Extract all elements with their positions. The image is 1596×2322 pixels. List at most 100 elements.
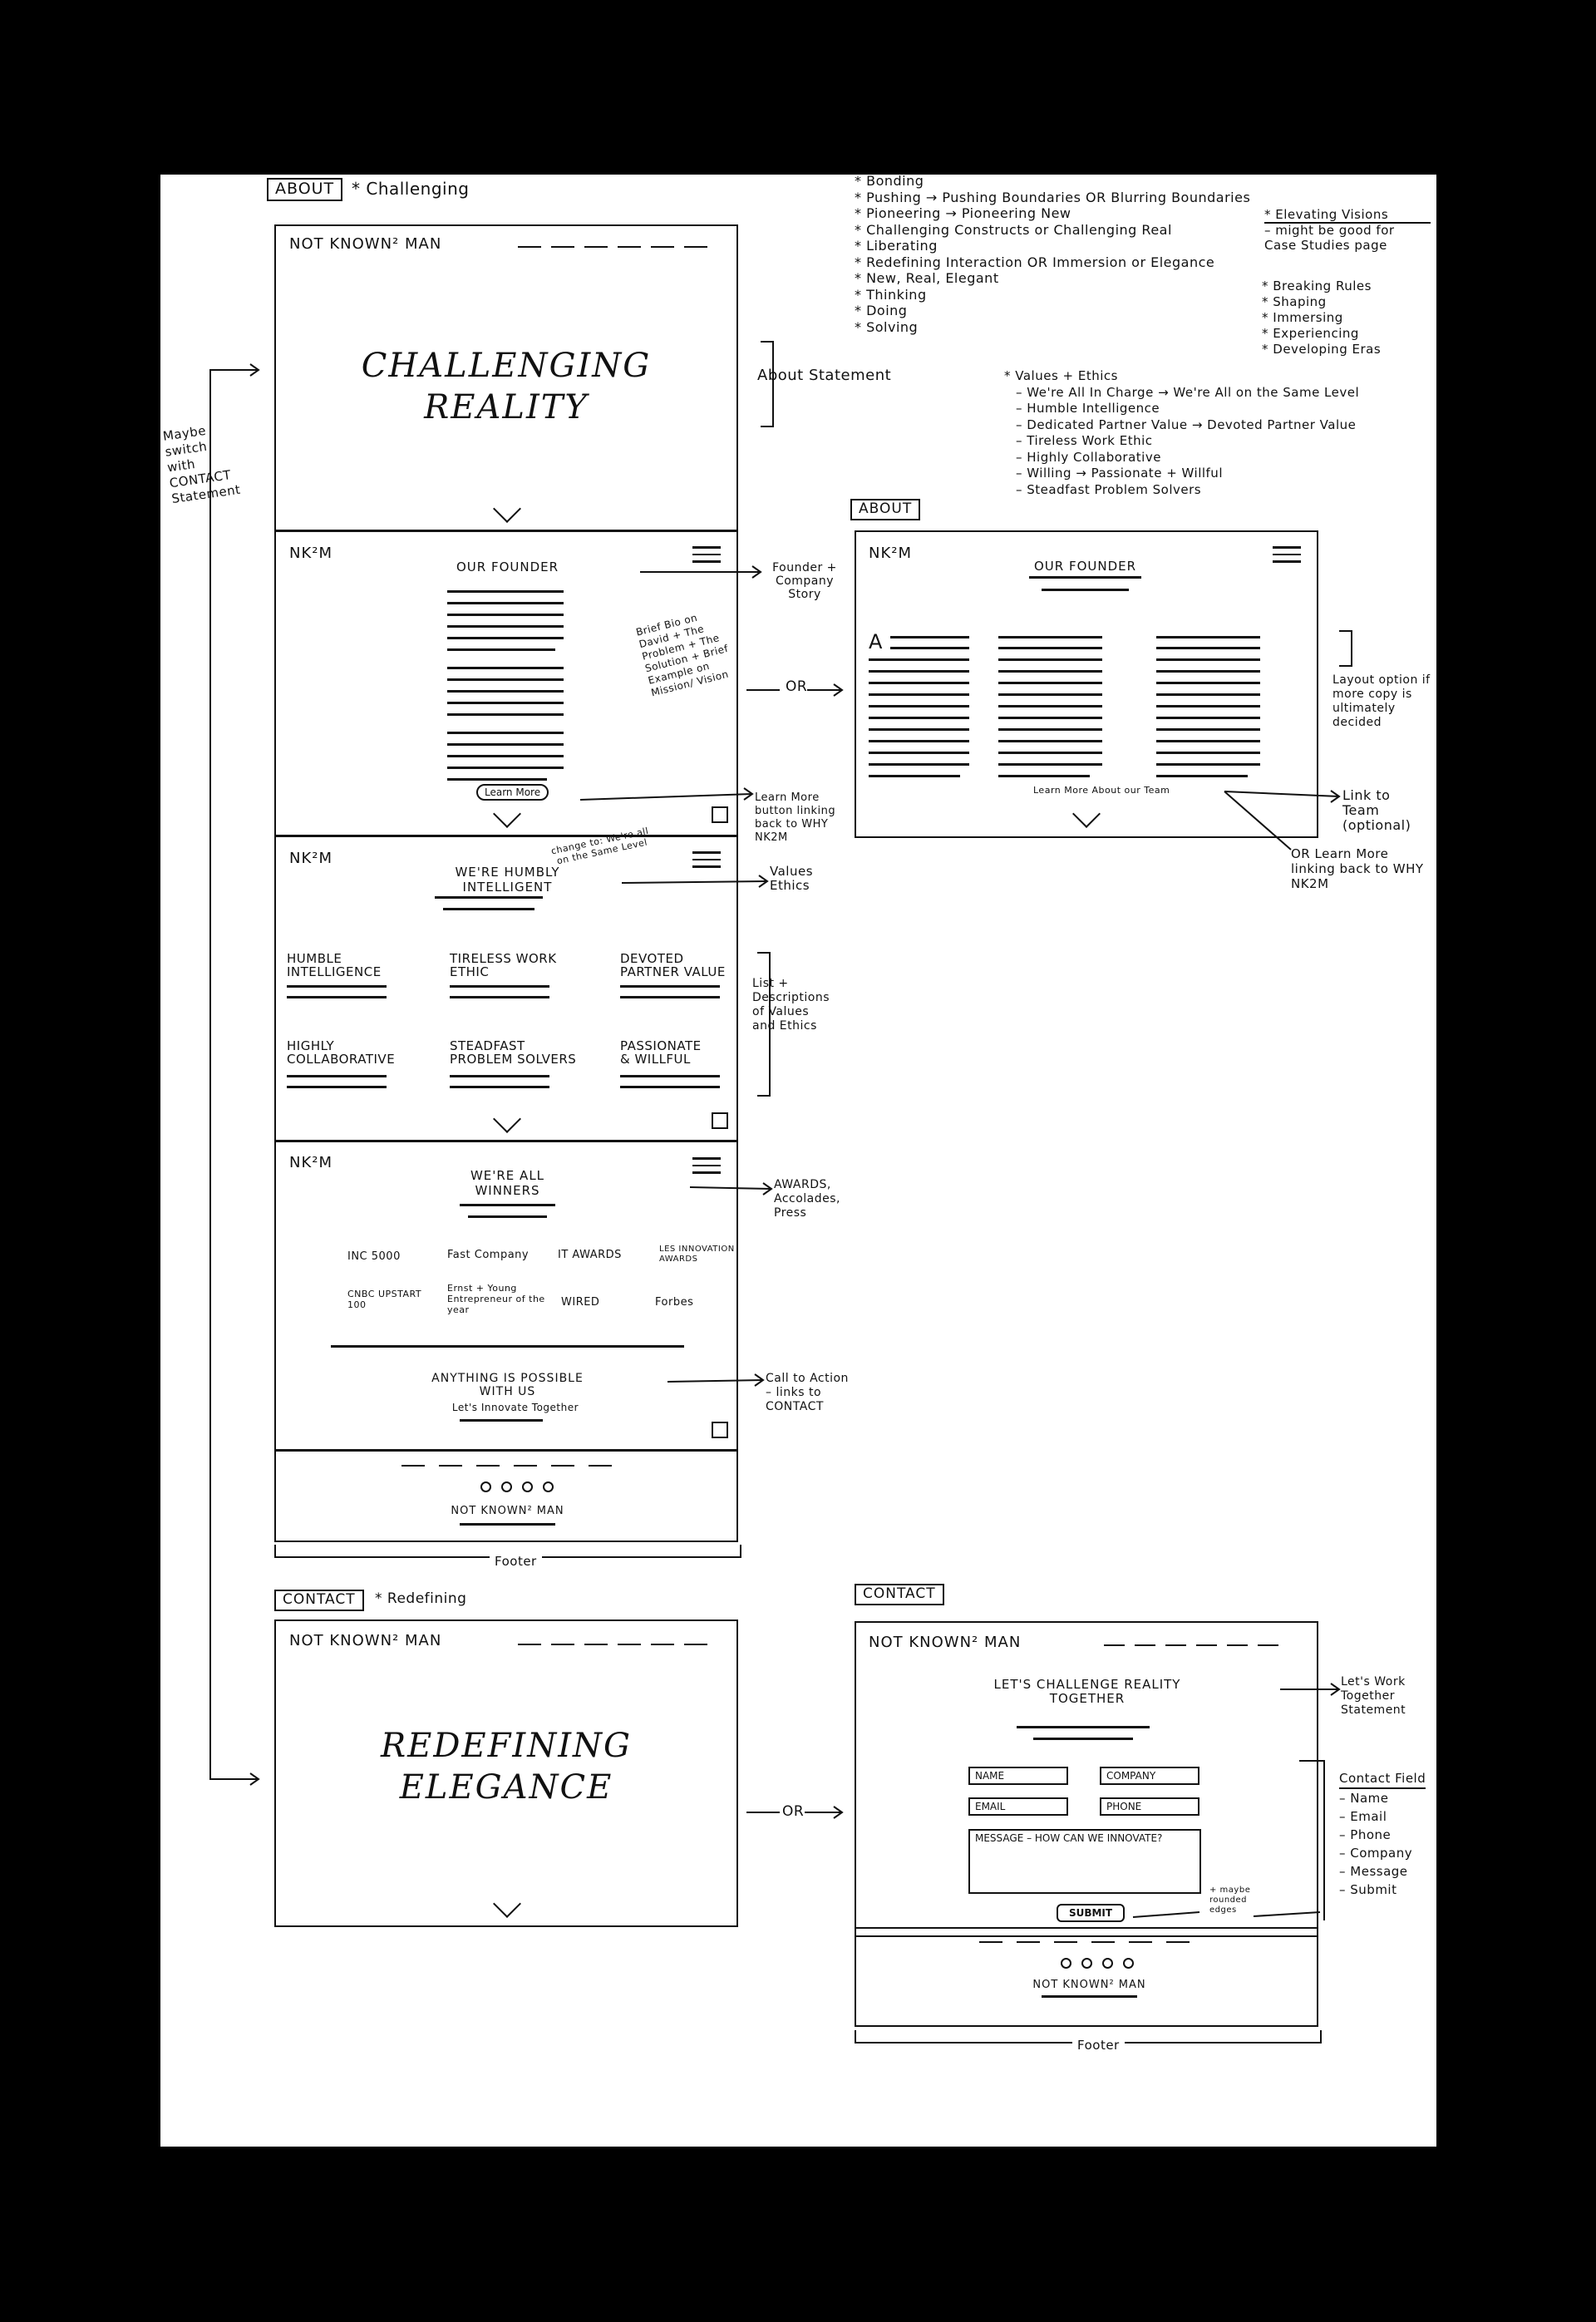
award-item: Fast Company (447, 1249, 530, 1261)
brainstorm-item: * New, Real, Elegant (855, 270, 999, 286)
learn-more-note: Learn More button linking back to WHY NK… (755, 791, 836, 844)
brainstorm-item: * Redefining Interaction OR Immersion or… (855, 254, 1215, 270)
social-icon[interactable] (1102, 1958, 1113, 1969)
footer-label: Footer (1072, 2038, 1125, 2053)
founder-frame (274, 530, 738, 837)
about-note: * Challenging (352, 179, 470, 199)
elevating-note: * Elevating Visions – might be good for … (1264, 207, 1431, 253)
more-words: * Breaking Rules * Shaping * Immersing *… (1262, 279, 1428, 357)
contact-note: * Redefining (375, 1590, 467, 1607)
award-item: Forbes (655, 1296, 694, 1309)
award-item: WIRED (561, 1296, 600, 1309)
team-link[interactable]: Learn More About our Team (1033, 785, 1170, 796)
footer-logo: NOT KNOWN² MAN (451, 1505, 564, 1517)
brainstorm-item: * Doing (855, 303, 908, 318)
brainstorm-item: * Challenging Constructs or Challenging … (855, 221, 1172, 238)
learn-more-button[interactable]: Learn More (476, 784, 549, 801)
alt-founder-frame (855, 530, 1318, 838)
values-list-title: * Values + Ethics (1004, 368, 1118, 383)
bracket (1339, 630, 1352, 667)
about-statement-note: About Statement (757, 367, 892, 384)
social-icon[interactable] (1123, 1958, 1134, 1969)
award-item: IT AWARDS (558, 1249, 622, 1261)
values-list-item: – Willing → Passionate + Willful (1016, 466, 1223, 481)
contact-form-logo: NOT KNOWN² MAN (869, 1634, 1022, 1651)
lets-work-note: Let's Work Together Statement (1341, 1675, 1406, 1717)
message-field[interactable]: MESSAGE – HOW CAN WE INNOVATE? (968, 1829, 1201, 1894)
submit-button[interactable]: SUBMIT (1057, 1904, 1125, 1922)
or-label: OR (782, 1803, 805, 1820)
scroll-top-icon[interactable] (712, 806, 728, 823)
brainstorm-list: * Bonding * Pushing → Pushing Boundaries… (855, 173, 1320, 335)
list-note: List + Descriptions of Values and Ethics (752, 977, 830, 1033)
contact-tag: CONTACT (274, 1590, 364, 1611)
menu-icon[interactable] (1273, 546, 1301, 568)
award-item: Ernst + Young Entrepreneur of the year (447, 1283, 545, 1315)
phone-field[interactable]: PHONE (1100, 1797, 1199, 1816)
cta-link[interactable]: Let's Innovate Together (451, 1402, 579, 1413)
values-ethics-list: * Values + Ethics – We're All In Charge … (1004, 368, 1436, 498)
social-icon[interactable] (480, 1481, 491, 1492)
contact-hero-logo: NOT KNOWN² MAN (289, 1632, 442, 1649)
elevating-title: * Elevating Visions (1264, 207, 1431, 224)
values-note: Values Ethics (770, 864, 814, 894)
menu-icon[interactable] (692, 546, 721, 568)
social-icon[interactable] (501, 1481, 512, 1492)
connector-arrows (209, 363, 1341, 1920)
layout-note: Layout option if more copy is ultimately… (1332, 673, 1431, 729)
word-item: * Shaping (1262, 294, 1327, 309)
values-logo: NK²M (289, 850, 333, 867)
hero-title: CHALLENGING REALITY (274, 345, 738, 428)
or-label: OR (786, 678, 808, 695)
about-tag-alt: ABOUT (850, 499, 921, 520)
social-icon[interactable] (543, 1481, 554, 1492)
awards-logo: NK²M (289, 1154, 333, 1171)
contact-footer-logo: NOT KNOWN² MAN (1032, 1979, 1146, 1991)
contact-form-frame (855, 1621, 1318, 1937)
values-heading: WE'RE HUMBLY INTELLIGENT (455, 865, 560, 895)
social-icon[interactable] (1061, 1958, 1071, 1969)
name-field[interactable]: NAME (968, 1767, 1068, 1785)
social-icon[interactable] (1081, 1958, 1092, 1969)
values-list-item: – We're All In Charge → We're All on the… (1016, 384, 1360, 400)
bracket (761, 341, 774, 427)
values-list-item: – Humble Intelligence (1016, 401, 1160, 416)
award-item: INC 5000 (347, 1250, 401, 1263)
word-item: * Developing Eras (1262, 342, 1382, 357)
awards-note: AWARDS, Accolades, Press (774, 1178, 841, 1220)
awards-frame (274, 1140, 738, 1452)
email-field[interactable]: EMAIL (968, 1797, 1068, 1816)
scroll-top-icon[interactable] (712, 1112, 728, 1129)
alt-heading: OUR FOUNDER (1033, 559, 1137, 574)
or-learn-note: OR Learn More linking back to WHY NK2M (1291, 846, 1424, 891)
social-icon[interactable] (522, 1481, 533, 1492)
founder-heading: OUR FOUNDER (456, 560, 559, 574)
values-list-item: – Tireless Work Ethic (1016, 433, 1153, 448)
value-item: PASSIONATE& WILLFUL (620, 1038, 702, 1067)
sketch-sheet: ABOUT * Challenging * Bonding * Pushing … (160, 173, 1436, 2147)
word-item: * Immersing (1262, 310, 1343, 325)
rounded-note: + maybe rounded edges (1209, 1886, 1251, 1915)
word-item: * Breaking Rules (1262, 279, 1372, 293)
word-item: * Experiencing (1262, 326, 1359, 341)
company-field[interactable]: COMPANY (1100, 1767, 1199, 1785)
footer-frame (274, 1449, 738, 1542)
menu-icon[interactable] (692, 1157, 721, 1179)
elevating-sub: – might be good for Case Studies page (1264, 223, 1395, 253)
hero-frame (274, 224, 738, 532)
hero-title-line: REALITY (424, 388, 589, 426)
brainstorm-item: * Liberating (855, 238, 938, 254)
scroll-top-icon[interactable] (712, 1422, 728, 1438)
values-list-item: – Highly Collaborative (1016, 449, 1161, 465)
founder-logo: NK²M (289, 545, 333, 562)
values-list-item: – Steadfast Problem Solvers (1016, 481, 1202, 497)
brainstorm-item: * Solving (855, 318, 919, 335)
cta-note: Call to Action – links to CONTACT (766, 1372, 849, 1413)
menu-icon[interactable] (692, 851, 721, 873)
